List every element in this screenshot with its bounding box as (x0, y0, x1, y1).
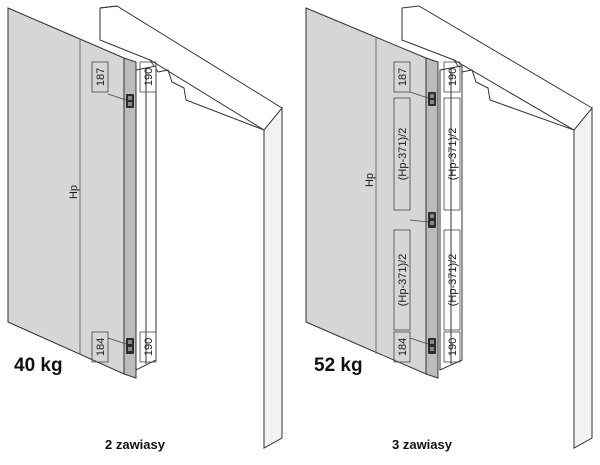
left-dim-top-hinge: 187 (95, 68, 107, 86)
right-frame-stile (439, 65, 463, 371)
right-dim-split-left-top: (Hp-371)/2 (397, 128, 409, 181)
right-hinge-bottom (428, 338, 436, 354)
left-hinge-top (126, 94, 134, 108)
left-dimension-lines (91, 61, 157, 363)
right-dim-split-left-bottom: (Hp-371)/2 (397, 254, 409, 307)
left-door-leaf (7, 7, 137, 379)
left-door-frame (99, 5, 283, 449)
right-dim-frame-bottom: 190 (447, 338, 459, 356)
left-assembly: Hp 187 190 184 190 40 kg 2 zawiasy (7, 5, 283, 452)
left-caption: 2 zawiasy (105, 437, 166, 452)
left-frame-stile (135, 65, 157, 371)
right-dim-top-hinge: 187 (397, 68, 409, 86)
right-hinge-middle (428, 212, 436, 228)
right-door-leaf (305, 7, 439, 379)
right-dimension-lines (393, 61, 461, 363)
right-assembly: Hp 187 190 (Hp-371)/2 (Hp-371)/2 (Hp-371… (305, 5, 593, 452)
left-dim-hp: Hp (68, 185, 80, 199)
right-weight-label: 52 kg (314, 355, 363, 376)
left-dim-frame-bottom: 190 (143, 338, 155, 356)
left-dim-frame-top: 190 (143, 68, 155, 86)
left-dim-bottom-hinge: 184 (95, 338, 107, 356)
right-dim-frame-top: 190 (447, 68, 459, 86)
right-dim-split-right-bottom: (Hp-371)/2 (447, 254, 459, 307)
left-weight-label: 40 kg (14, 355, 63, 376)
right-dim-bottom-hinge: 184 (397, 338, 409, 356)
right-dim-split-right-top: (Hp-371)/2 (447, 128, 459, 181)
right-hinge-top (428, 92, 436, 106)
left-hinge-bottom (126, 338, 134, 354)
right-dim-hp: Hp (364, 173, 376, 187)
right-caption: 3 zawiasy (392, 437, 453, 452)
